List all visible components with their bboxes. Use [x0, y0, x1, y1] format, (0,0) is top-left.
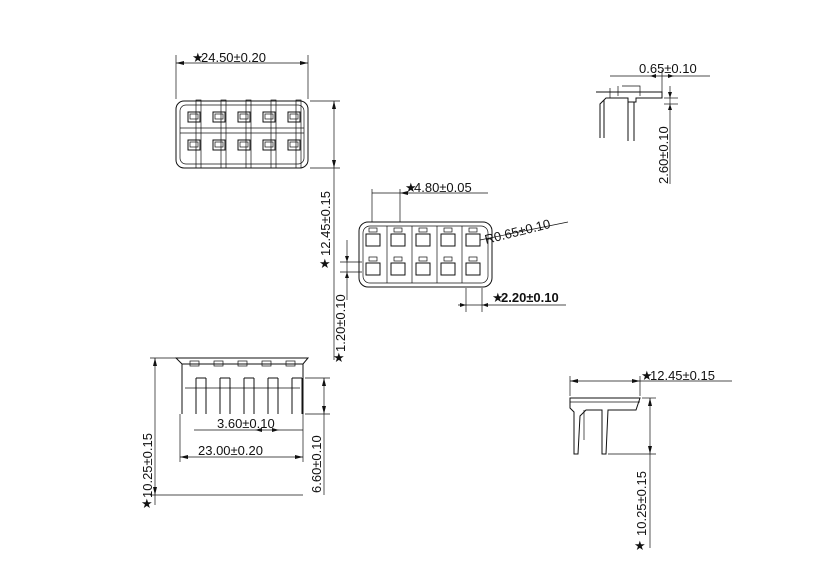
pin-head: [212, 111, 226, 123]
pin-head: [187, 139, 201, 151]
pin-slot: [189, 141, 199, 148]
pin-slot: [239, 113, 249, 120]
dim-bottom-leg: 6.60±0.10: [309, 435, 324, 493]
pin-head: [237, 139, 251, 151]
pin-slot: [264, 141, 274, 148]
center-view: ★ 4.80±0.05 R0.65±0.10 ★ 2.20±0.10 1.20±…: [333, 180, 569, 365]
top-view: ★ 24.50±0.20 12.45±0.15 ★: [175, 50, 340, 360]
pin-head: [237, 111, 251, 123]
side-view-lower: ★ 12.45±0.15 10.25±0.15 ★: [569, 368, 732, 553]
pin-slot: [289, 113, 299, 120]
cell-upper: [365, 233, 381, 247]
cell-tab: [443, 256, 453, 262]
pin-head: [212, 139, 226, 151]
cell-tab: [393, 256, 403, 262]
cell-tab: [468, 227, 478, 233]
pin-bar: [270, 99, 277, 169]
star-mark-large: ★: [319, 256, 331, 271]
pin-head: [262, 139, 276, 151]
cell-tab: [418, 227, 428, 233]
pin-head: [261, 360, 272, 367]
star-mark: ★: [333, 350, 345, 365]
dim-side-height: 12.45±0.15: [318, 191, 333, 256]
dim-right-width: 12.45±0.15: [650, 368, 715, 383]
pin-head: [213, 360, 224, 367]
pin-slot: [189, 113, 199, 120]
pin-bar: [220, 99, 227, 169]
pin-head: [285, 360, 296, 367]
pin-slot: [289, 141, 299, 148]
pin-head: [237, 360, 248, 367]
pin-bar: [295, 99, 302, 169]
pin-head: [262, 111, 276, 123]
cell-tab: [393, 227, 403, 233]
cell-upper: [390, 233, 406, 247]
leg: [267, 377, 279, 414]
dim-slot-width: 2.20±0.10: [501, 290, 559, 305]
dim-right-height: 10.25±0.15: [634, 471, 649, 536]
cell-lower: [415, 262, 431, 276]
cell-upper: [465, 233, 481, 247]
cell-tab: [368, 227, 378, 233]
dim-pitch: 4.80±0.05: [414, 180, 472, 195]
star-mark: ★: [405, 180, 417, 195]
dim-side-depth: 2.60±0.10: [656, 126, 671, 184]
leg: [243, 377, 255, 414]
dim-top-width: 24.50±0.20: [201, 50, 266, 65]
dim-gap: 1.20±0.10: [333, 294, 348, 352]
pin-slot: [264, 113, 274, 120]
star-mark: ★: [141, 496, 153, 511]
leg: [291, 377, 303, 414]
pin-slot: [214, 141, 224, 148]
dim-bottom-pitch: 3.60±0.10: [217, 416, 275, 431]
cell-tab: [368, 256, 378, 262]
pin-head: [189, 360, 200, 367]
cell-lower: [465, 262, 481, 276]
leg: [219, 377, 231, 414]
pin-head: [187, 111, 201, 123]
pin-head: [287, 139, 301, 151]
cell-tab: [418, 256, 428, 262]
cell-upper: [415, 233, 431, 247]
star-mark: ★: [641, 368, 653, 383]
dim-radius: R0.65±0.10: [483, 216, 552, 247]
star-mark: ★: [634, 538, 646, 553]
star-mark: ★: [192, 50, 204, 65]
cell-lower: [440, 262, 456, 276]
cell-tab: [468, 256, 478, 262]
dim-bottom-width: 23.00±0.20: [198, 443, 263, 458]
pin-bar: [245, 99, 252, 169]
cell-lower: [390, 262, 406, 276]
leg: [195, 377, 207, 414]
cell-lower: [365, 262, 381, 276]
pin-bar: [195, 99, 202, 169]
side-view-upper: 0.65±0.10 2.60±0.10: [596, 61, 710, 184]
dim-front-height: 10.25±0.15: [140, 433, 155, 498]
cell-tab: [443, 227, 453, 233]
pin-slot: [214, 113, 224, 120]
star-mark: ★: [492, 290, 504, 305]
dim-thickness: 0.65±0.10: [639, 61, 697, 76]
cell-upper: [440, 233, 456, 247]
pin-head: [287, 111, 301, 123]
front-view: 10.25±0.15 ★ 3.60±0.10 23.00±0.20 6.60±0…: [140, 357, 330, 511]
pin-slot: [239, 141, 249, 148]
